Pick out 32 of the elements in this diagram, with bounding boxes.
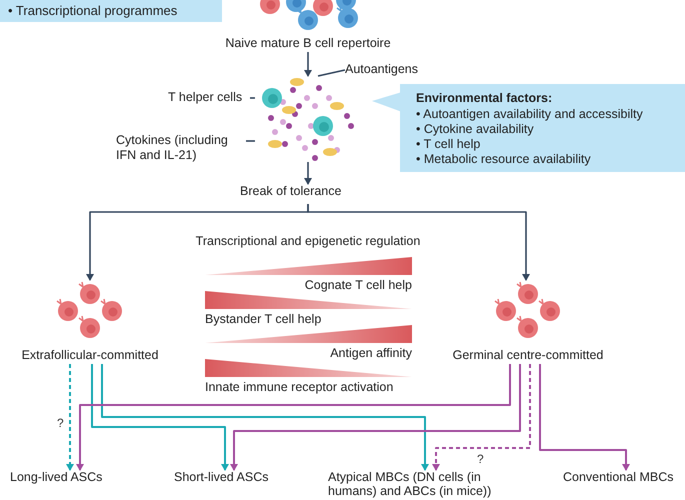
cell-label: Germinal centre-committed xyxy=(452,347,604,364)
gradient-label: Innate immune receptor activation xyxy=(205,379,394,396)
outcome-label: Long-lived ASCs xyxy=(10,470,102,484)
callout-label: Cytokines (including IFN and IL-21) xyxy=(116,133,229,163)
arrow xyxy=(101,364,429,471)
arrow xyxy=(91,364,229,471)
arrow xyxy=(539,364,630,471)
arrow xyxy=(66,364,74,471)
annotation-text: Transcriptional and epigenetic regulation xyxy=(194,233,422,250)
panel-heading: Environmental factors: xyxy=(416,90,554,107)
bullet-text: • Transcriptional programmes xyxy=(8,2,178,20)
arrow xyxy=(432,364,531,471)
callout-label: Autoantigens xyxy=(345,62,418,77)
arrow xyxy=(304,52,312,77)
bullet-text: • T cell help xyxy=(416,137,482,152)
cell-label: Extrafollicular-committed xyxy=(22,347,158,364)
outcome-label: Short-lived ASCs xyxy=(174,470,268,484)
outcome-label: Atypical MBCs (DN cells (in humans) and ABCs (in mice)) xyxy=(328,470,492,498)
bullet-text: • Metabolic resource availability xyxy=(416,152,592,168)
bullet-text: • Autoantigen availability and accessibilty xyxy=(416,107,644,122)
callout-label: T helper cells xyxy=(168,90,242,105)
gradient-label: Cognate T cell help xyxy=(304,277,412,294)
arrow xyxy=(230,364,521,471)
arrow xyxy=(304,162,312,185)
stage-label: Break of tolerance xyxy=(240,184,342,198)
arrow xyxy=(307,204,530,281)
cell-label: Naive mature B cell repertoire xyxy=(225,35,391,52)
outcome-label: Conventional MBCs xyxy=(563,470,674,484)
arrow xyxy=(76,364,511,471)
bullet-text: • Cytokine availability xyxy=(416,122,535,138)
gradient-label: Antigen affinity xyxy=(330,345,412,362)
gradient-label: Bystander T cell help xyxy=(205,311,322,328)
